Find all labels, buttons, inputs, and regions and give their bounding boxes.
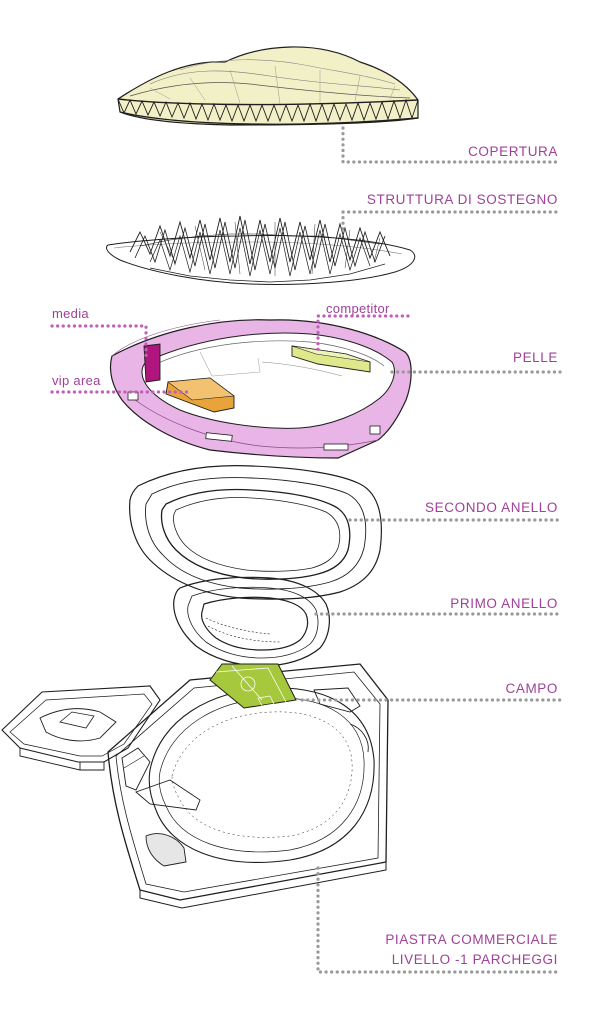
leader-piastra — [316, 866, 562, 974]
label-campo: CAMPO — [505, 681, 558, 696]
label-media: media — [52, 306, 89, 321]
label-primo-anello: PRIMO ANELLO — [450, 596, 558, 611]
leader-struttura — [341, 210, 562, 234]
support-structure-layer — [106, 215, 416, 285]
label-copertura: COPERTURA — [468, 144, 558, 159]
roof-layer — [117, 46, 419, 126]
leader-competitor — [316, 314, 410, 352]
label-competitor: competitor — [326, 301, 390, 316]
label-secondo-anello: SECONDO ANELLO — [425, 500, 558, 515]
media-block — [143, 343, 161, 383]
label-piastra-commerciale: PIASTRA COMMERCIALE — [385, 932, 558, 947]
leader-copertura — [341, 126, 562, 164]
leader-lines — [50, 126, 562, 974]
label-struttura-di-sostegno: STRUTTURA DI SOSTEGNO — [366, 192, 558, 207]
side-annex — [1, 685, 161, 771]
base-plinth-layer — [107, 663, 389, 909]
label-livello-parcheggi: LIVELLO -1 PARCHEGGI — [391, 952, 558, 967]
first-ring-layer — [173, 576, 330, 667]
pitch — [209, 663, 297, 709]
second-ring-layer — [129, 465, 382, 600]
skin-layer — [109, 319, 412, 459]
label-pelle: PELLE — [512, 350, 558, 365]
label-vip-area: vip area — [52, 373, 101, 388]
leader-media — [50, 324, 148, 358]
